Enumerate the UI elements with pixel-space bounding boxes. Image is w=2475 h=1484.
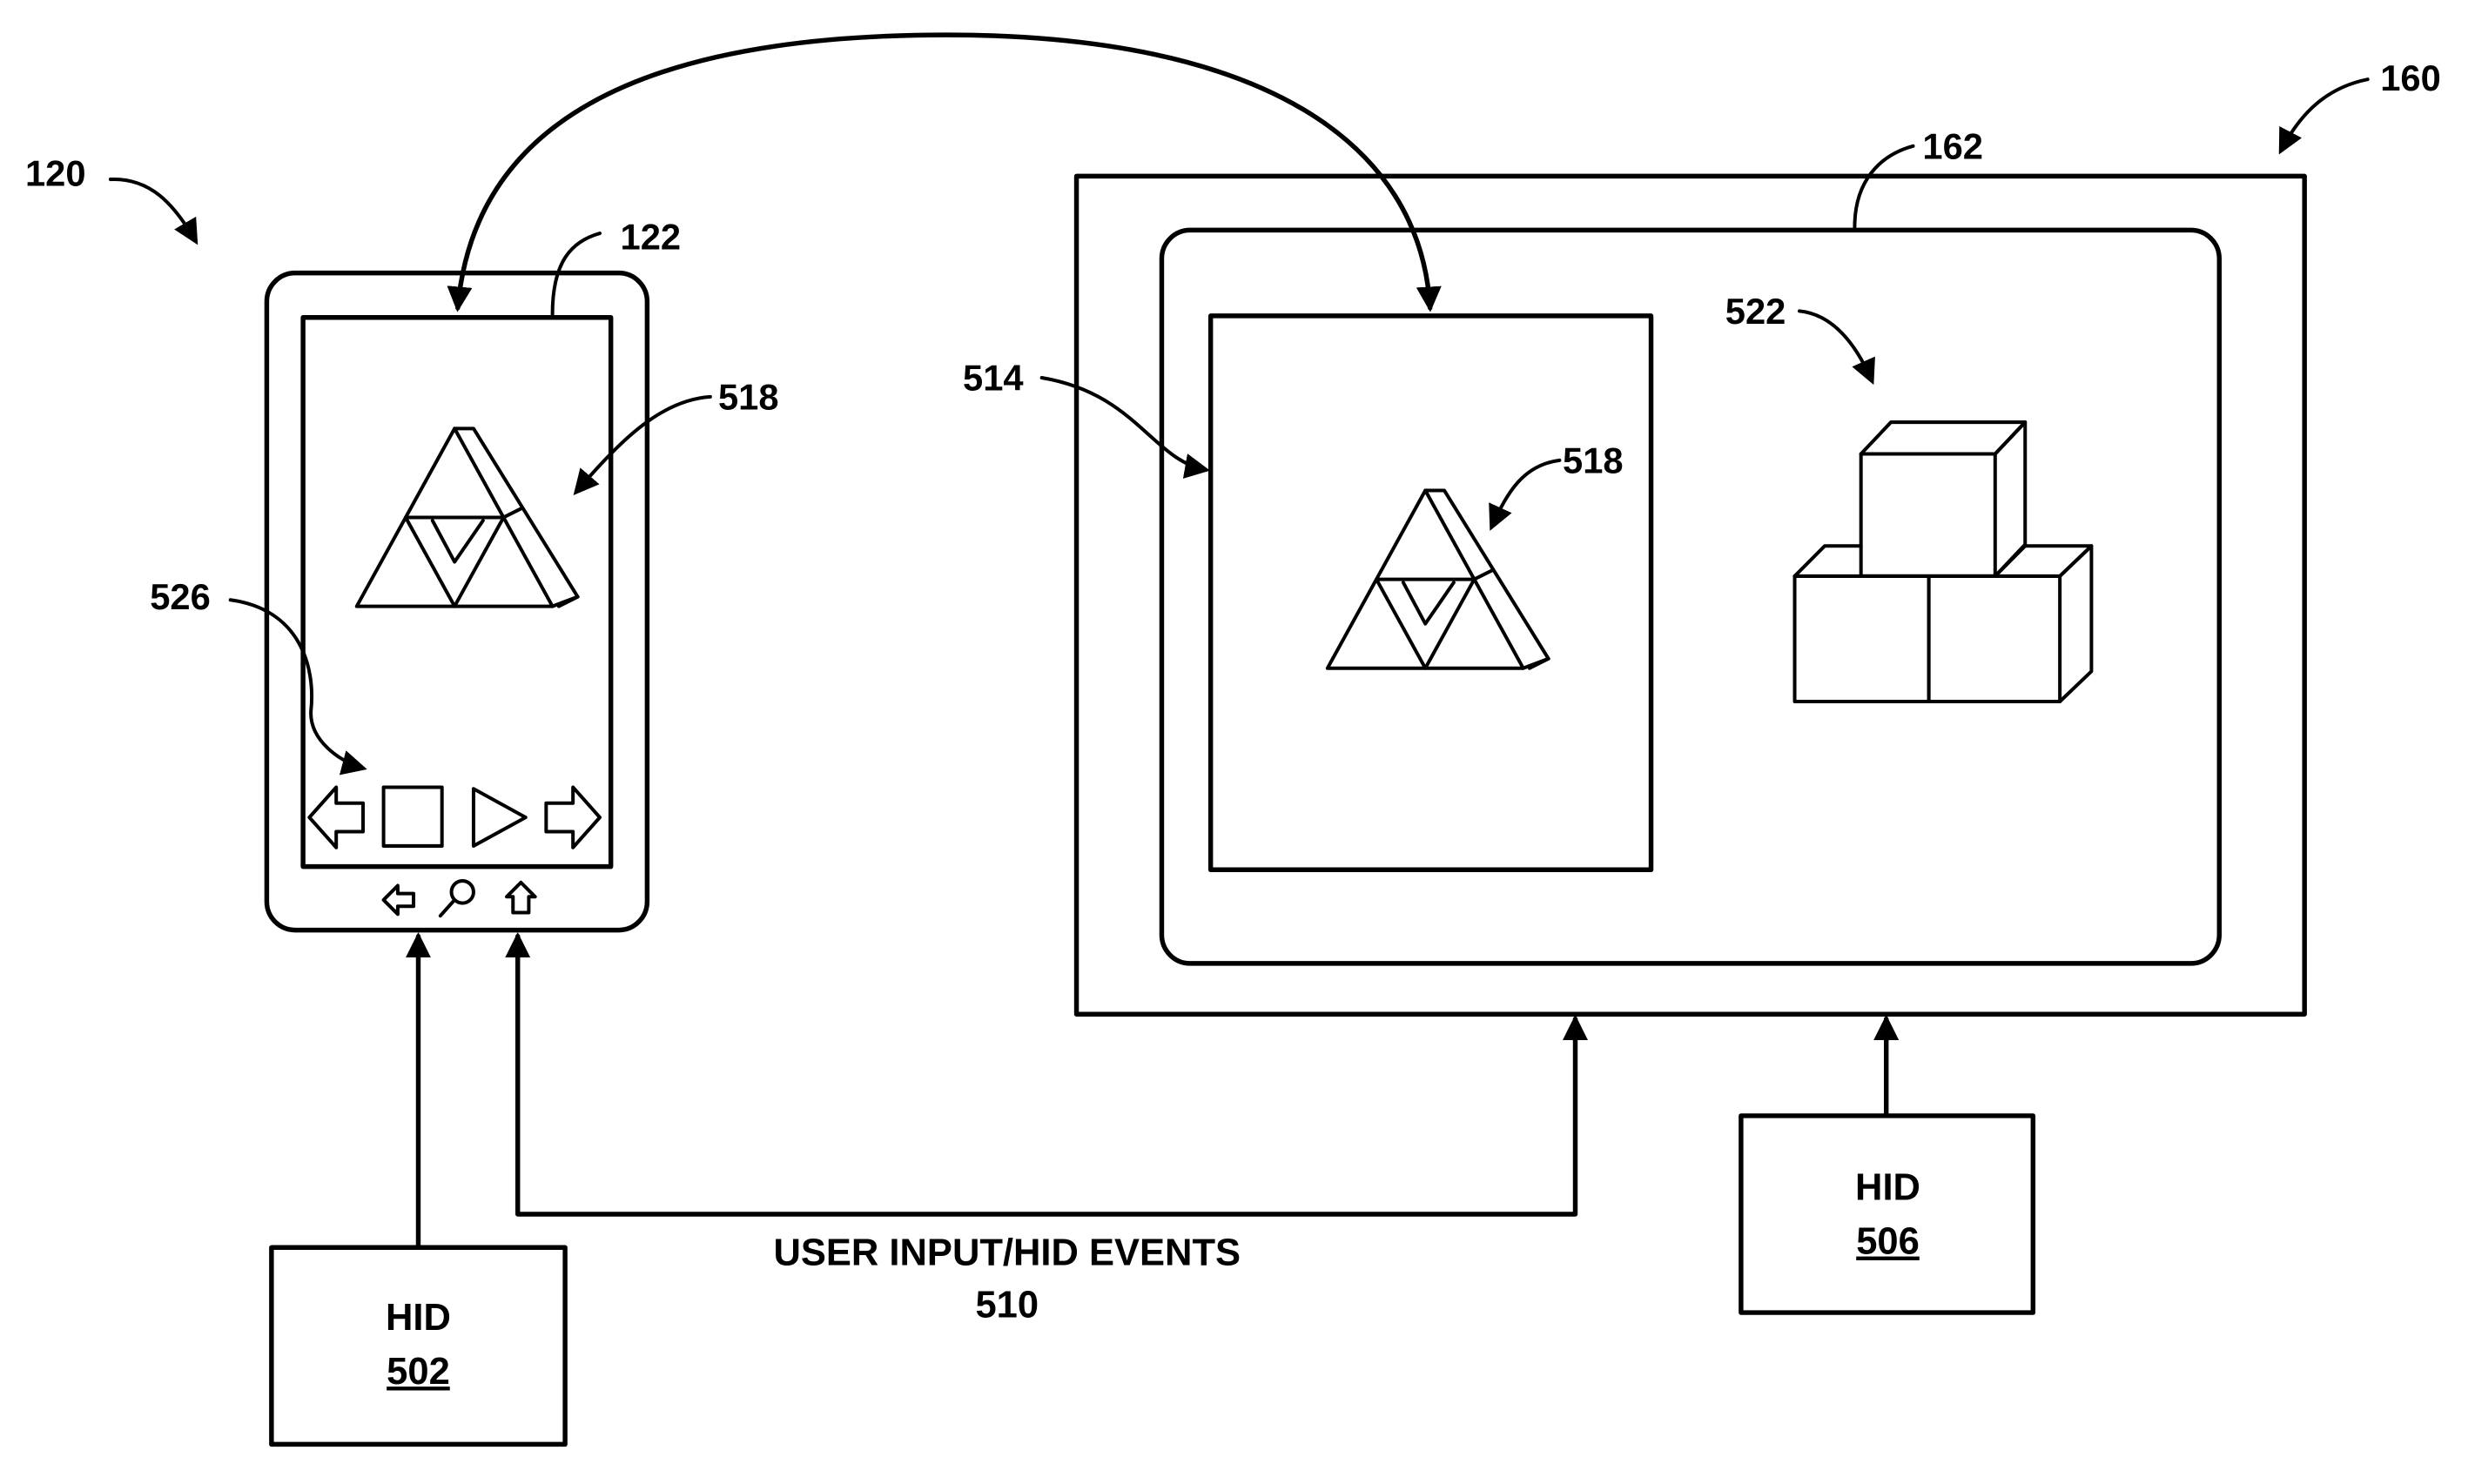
native-blocks-content-icon <box>1795 422 2092 702</box>
label-phone-app-content: 518 <box>718 376 779 417</box>
label-display-screen: 162 <box>1922 125 1983 166</box>
phone-device <box>266 273 647 930</box>
label-mirrored-content: 518 <box>1563 440 1624 480</box>
stop-icon[interactable] <box>384 787 442 845</box>
events-caption-line2: 510 <box>975 1283 1039 1326</box>
hid-right-title: HID <box>1855 1165 1920 1208</box>
back-arrow-icon[interactable] <box>309 787 363 847</box>
label-phone-controls: 526 <box>150 576 211 617</box>
mirror-link-arrow <box>458 35 1430 308</box>
hid-left-ref: 502 <box>387 1350 450 1393</box>
search-icon[interactable] <box>441 881 474 916</box>
hid-box-right: HID 506 <box>1741 1116 2033 1313</box>
label-mirror-window: 514 <box>963 357 1024 398</box>
display-device <box>1077 176 2305 1014</box>
label-native-content: 522 <box>1725 291 1786 332</box>
label-display-device: 160 <box>2380 57 2441 98</box>
label-phone-screen: 122 <box>621 216 682 257</box>
phone-hardware-buttons <box>384 881 535 916</box>
label-phone-device: 120 <box>25 152 86 193</box>
mirrored-triangle-content-icon <box>1328 490 1549 668</box>
events-path-arrow <box>518 937 1576 1214</box>
back-icon[interactable] <box>384 886 414 915</box>
phone-triangle-content-icon <box>357 428 578 606</box>
play-icon[interactable] <box>474 789 526 846</box>
forward-arrow-icon[interactable] <box>546 787 600 847</box>
hid-right-ref: 506 <box>1856 1219 1920 1262</box>
phone-controls <box>309 787 600 847</box>
hid-box-left: HID 502 <box>272 1247 565 1444</box>
hid-left-title: HID <box>386 1296 451 1339</box>
home-icon[interactable] <box>507 883 535 913</box>
events-caption-line1: USER INPUT/HID EVENTS <box>773 1231 1241 1273</box>
